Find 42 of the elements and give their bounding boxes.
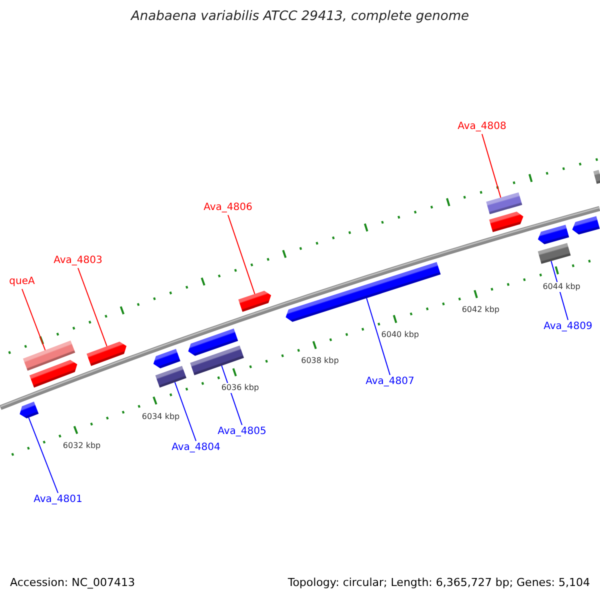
gene-pointed-block — [188, 328, 238, 356]
gene-label: Ava_4807 — [366, 376, 414, 388]
gene-block — [190, 346, 244, 376]
gene-block — [22, 340, 76, 371]
scale-label: 6032 kbp — [62, 440, 101, 451]
scale-label: 6038 kbp — [301, 356, 339, 366]
gene-pointed-block — [20, 402, 39, 418]
gene-block — [155, 366, 186, 388]
gene-block — [538, 242, 571, 264]
gene-block — [486, 192, 522, 214]
gene-label: Ava_4801 — [34, 494, 82, 506]
gene-pointed-block — [538, 224, 570, 244]
accession-text: Accession: NC_007413 — [10, 576, 136, 589]
leader-line — [482, 134, 502, 198]
map-title: Anabaena variabilis ATCC 29413, complete genome — [131, 9, 469, 25]
gene-pointed-block — [153, 348, 180, 368]
gene-block — [593, 170, 600, 184]
gene-label: Ava_4809 — [544, 321, 592, 333]
leader-line — [228, 214, 256, 294]
gene-pointed-block — [286, 262, 441, 322]
leader-line — [78, 268, 108, 347]
gene-label: Ava_4806 — [204, 202, 252, 214]
gene-label: Ava_4804 — [172, 442, 220, 454]
gene-label: Ava_4803 — [54, 255, 102, 267]
gene-label: Ava_4805 — [218, 426, 266, 438]
gene-pointed-block — [86, 342, 126, 366]
leader-line — [22, 288, 46, 351]
scale-label: 6036 kbp — [221, 383, 260, 394]
scale-label: 6044 kbp — [542, 282, 580, 292]
leader-line — [174, 382, 196, 442]
leader-line — [366, 298, 390, 376]
gene-pointed-block — [29, 360, 78, 388]
scale-label: 6034 kbp — [142, 412, 180, 422]
gene-pointed-block — [238, 290, 272, 312]
leader-line — [28, 417, 58, 494]
gene-label: queA — [9, 276, 35, 288]
gene-label: Ava_4808 — [458, 121, 506, 133]
scale-label: 6040 kbp — [381, 330, 419, 340]
gene-pointed-block — [572, 216, 600, 235]
gene-pointed-block — [489, 212, 524, 232]
scale-label: 6042 kbp — [462, 305, 500, 316]
genome-info-text: Topology: circular; Length: 6,365,727 bp; Genes: 5,104 — [288, 576, 590, 589]
